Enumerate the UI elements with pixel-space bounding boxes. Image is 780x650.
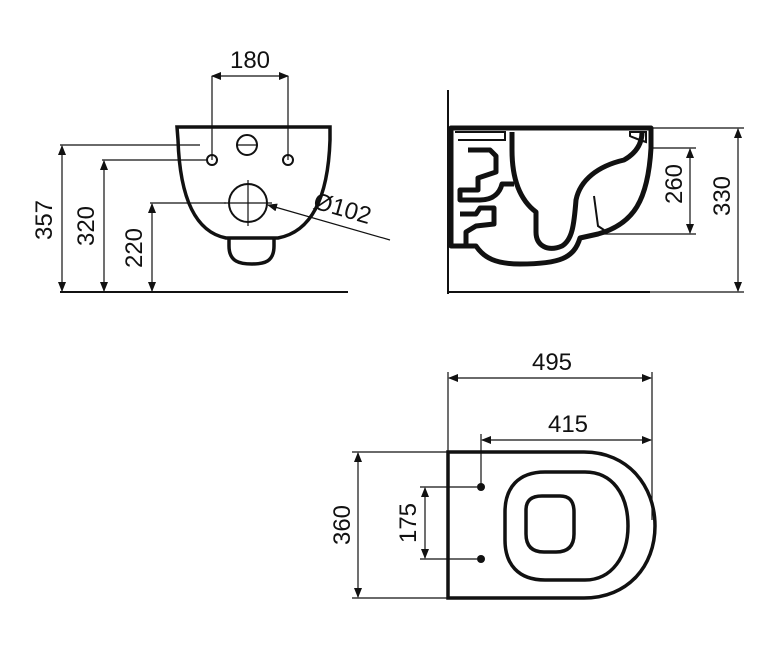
dim-diameter-label: Ø102 (310, 188, 374, 230)
front-view: 180 357 320 220 Ø102 (31, 47, 391, 293)
dim-320-label: 320 (73, 206, 100, 246)
side-trapway-lower (460, 205, 497, 246)
top-bolt-dot-lower (477, 555, 485, 563)
side-trapway (457, 147, 514, 203)
side-view: 260 330 (447, 90, 744, 294)
front-trap (227, 238, 276, 266)
front-bowl-outline (175, 125, 332, 240)
dim-495-label: 495 (532, 349, 572, 376)
dim-175-label: 175 (395, 503, 422, 543)
top-outer-body (446, 450, 657, 600)
top-seat-ring (503, 470, 630, 582)
dim-357-label: 357 (31, 200, 58, 240)
dim-415-label: 415 (548, 411, 588, 438)
side-rim-front (629, 131, 647, 144)
dim-260-label: 260 (661, 164, 688, 204)
side-outlet-lip (593, 195, 605, 231)
dim-360-label: 360 (329, 505, 356, 545)
top-bowl-opening (524, 494, 576, 554)
dim-diameter-leader (267, 203, 391, 241)
dim-220-label: 220 (121, 228, 148, 268)
side-outer-body (448, 125, 654, 267)
dim-330-label: 330 (709, 176, 736, 216)
side-inner-bowl (509, 131, 645, 251)
top-view: 495 415 360 175 (329, 349, 657, 600)
side-rim-lip (455, 131, 506, 141)
dim-180-label: 180 (230, 47, 270, 74)
